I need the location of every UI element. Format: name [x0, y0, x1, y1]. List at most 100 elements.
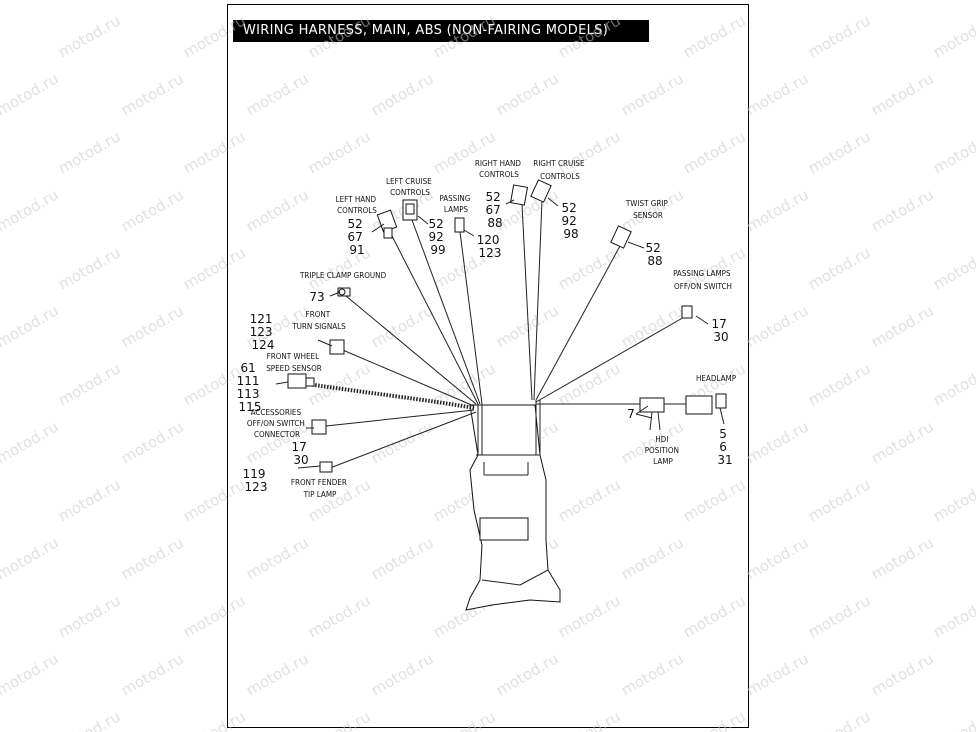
watermark-text: motod.ru	[180, 707, 249, 732]
label-hdi-position-lamp: HDI POSITION LAMP	[645, 435, 682, 466]
harness-wires	[307, 199, 687, 469]
watermark-text: motod.ru	[243, 533, 312, 583]
page-frame	[227, 4, 749, 728]
callout-right-hand-controls: 52 67 88	[485, 190, 504, 230]
watermark-text: motod.ru	[743, 533, 812, 583]
watermark-text: motod.ru	[118, 69, 187, 119]
callout-passing-lamps-switch: 17 30	[711, 317, 730, 344]
wire-accessories-switch	[325, 409, 475, 427]
watermark-text: motod.ru	[0, 0, 62, 3]
callout-accessories-switch: 17 30	[291, 440, 310, 467]
watermark-text: motod.ru	[493, 649, 562, 699]
watermark-text: motod.ru	[868, 185, 937, 235]
watermark-text: motod.ru	[618, 533, 687, 583]
watermark-text: motod.ru	[805, 707, 874, 732]
watermark-text: motod.ru	[118, 0, 187, 3]
watermark-text: motod.ru	[618, 69, 687, 119]
watermark-text: motod.ru	[368, 301, 437, 351]
watermark-text: motod.ru	[243, 185, 312, 235]
watermark-text: motod.ru	[55, 11, 124, 61]
watermark-text: motod.ru	[0, 649, 62, 699]
watermark-text: motod.ru	[305, 591, 374, 641]
watermark-text: motod.ru	[118, 533, 187, 583]
watermark-text: motod.ru	[0, 185, 62, 235]
passing-lamps-switch-connector	[681, 305, 693, 319]
watermark-text: motod.ru	[368, 533, 437, 583]
watermark-text: motod.ru	[868, 0, 937, 3]
wire-twist-grip-sensor	[535, 245, 621, 401]
watermark-text: motod.ru	[680, 591, 749, 641]
right-cruise-controls-connector	[530, 179, 552, 203]
left-cruise-controls-connector	[402, 199, 418, 221]
hdi-position-lamp-connector	[639, 397, 665, 431]
watermark-text: motod.ru	[0, 69, 62, 119]
watermark-text: motod.ru	[930, 359, 976, 409]
watermark-text: motod.ru	[805, 243, 874, 293]
watermark-text: motod.ru	[243, 649, 312, 699]
watermark-text: motod.ru	[743, 69, 812, 119]
callout-twist-grip-sensor: 52 88	[645, 241, 664, 268]
components	[287, 179, 727, 473]
watermark-text: motod.ru	[180, 243, 249, 293]
watermark-text: motod.ru	[305, 11, 374, 61]
watermark-text: motod.ru	[118, 417, 187, 467]
front-wheel-speed-sensor-connector	[287, 373, 315, 389]
label-right-hand-controls: RIGHT HAND CONTROLS	[475, 159, 523, 179]
watermark-text: motod.ru	[430, 11, 499, 61]
front-fender-tip-lamp-connector	[319, 461, 333, 473]
watermark-text: motod.ru	[0, 533, 62, 583]
watermark-text: motod.ru	[555, 359, 624, 409]
headlamp-connector	[685, 393, 727, 415]
watermark-text: motod.ru	[305, 127, 374, 177]
watermark-text: motod.ru	[743, 301, 812, 351]
watermark-text: motod.ru	[180, 11, 249, 61]
watermark-text: motod.ru	[743, 0, 812, 3]
wire-left-hand-controls	[391, 235, 479, 405]
watermark-text: motod.ru	[930, 475, 976, 525]
passing-lamps-connector	[454, 217, 465, 233]
wire-right-hand-controls	[521, 203, 533, 401]
label-accessories-switch: ACCESSORIES OFF/ON SWITCH CONNECTOR	[247, 408, 307, 439]
watermark-text: motod.ru	[930, 243, 976, 293]
twist-grip-sensor-connector	[610, 225, 632, 249]
watermark-text: motod.ru	[930, 11, 976, 61]
watermark-text: motod.ru	[0, 417, 62, 467]
page-title: WIRING HARNESS, MAIN, ABS (NON-FAIRING M…	[233, 20, 649, 42]
label-twist-grip-sensor: TWIST GRIP SENSOR	[625, 199, 670, 220]
label-headlamp: HEADLAMP	[696, 374, 737, 383]
watermark-text: motod.ru	[55, 359, 124, 409]
callout-front-fender-tip-lamp: 119 123	[243, 467, 270, 494]
wire-passing-lamps-switch	[535, 315, 687, 403]
watermark-text: motod.ru	[555, 243, 624, 293]
watermark-text: motod.ru	[118, 301, 187, 351]
watermark-text: motod.ru	[243, 69, 312, 119]
wire-triple-clamp-ground	[345, 295, 477, 405]
accessories-switch-connector	[311, 419, 327, 435]
watermark-text: motod.ru	[118, 649, 187, 699]
watermark-text: motod.ru	[368, 69, 437, 119]
left-hand-controls-connector	[376, 209, 398, 239]
watermark-text: motod.ru	[868, 417, 937, 467]
watermark-text: motod.ru	[368, 649, 437, 699]
watermark-text: motod.ru	[680, 11, 749, 61]
wire-right-cruise-controls	[533, 199, 543, 401]
watermark-text: motod.ru	[805, 359, 874, 409]
wire-front-turn-signals	[337, 347, 475, 407]
watermark-text: motod.ru	[368, 417, 437, 467]
watermark-text: motod.ru	[180, 591, 249, 641]
watermark-text: motod.ru	[493, 0, 562, 3]
watermark-text: motod.ru	[180, 127, 249, 177]
watermark-text: motod.ru	[555, 11, 624, 61]
triple-clamp-ground-terminal	[337, 287, 351, 297]
callout-numbers: 52 67 91 52 92 99 120 123 52 67 88 52 92…	[237, 190, 733, 494]
watermark-text: motod.ru	[868, 533, 937, 583]
wire-left-cruise-controls	[411, 219, 481, 405]
watermark-text: motod.ru	[368, 0, 437, 3]
watermark-text: motod.ru	[743, 185, 812, 235]
watermark-text: motod.ru	[55, 707, 124, 732]
watermark-text: motod.ru	[55, 475, 124, 525]
watermark-text: motod.ru	[180, 475, 249, 525]
callout-left-cruise-controls: 52 92 99	[428, 217, 447, 257]
